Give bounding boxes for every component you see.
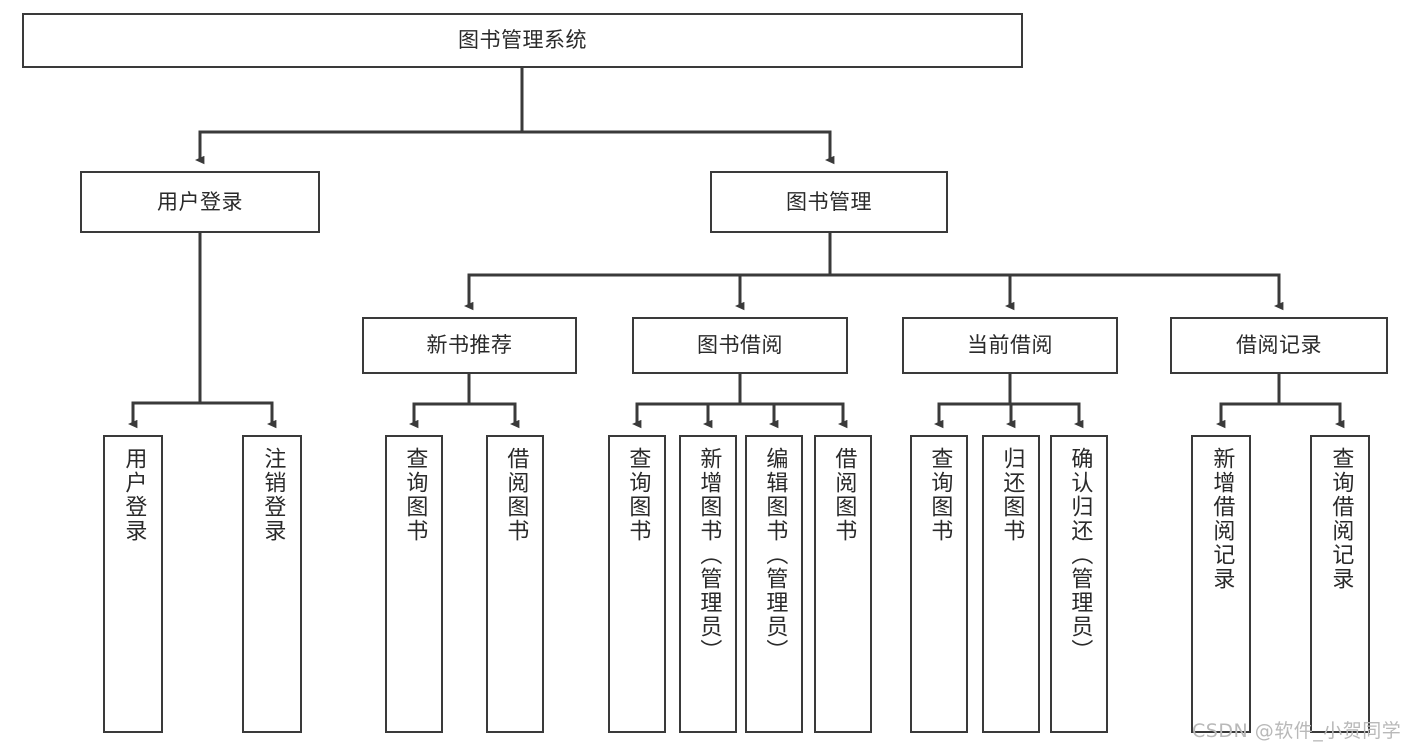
node-leaf-query-book-3-label: 查询图书 xyxy=(927,447,953,543)
node-leaf-logout-label: 注销登录 xyxy=(260,447,286,543)
node-leaf-query-record-label: 查询借阅记录 xyxy=(1328,447,1354,591)
node-borrow-record[interactable]: 借阅记录 xyxy=(1170,317,1388,374)
node-current-borrow[interactable]: 当前借阅 xyxy=(902,317,1118,374)
node-leaf-borrow-book-1[interactable]: 借阅图书 xyxy=(486,435,544,733)
node-leaf-borrow-book-2-label: 借阅图书 xyxy=(831,447,857,543)
node-leaf-query-book-2-label: 查询图书 xyxy=(625,447,651,543)
node-leaf-borrow-book-1-label: 借阅图书 xyxy=(503,447,529,543)
node-leaf-return-book-label: 归还图书 xyxy=(999,447,1025,543)
node-leaf-confirm-return[interactable]: 确认归还（管理员） xyxy=(1050,435,1108,733)
node-current-borrow-label: 当前借阅 xyxy=(967,333,1053,358)
node-new-book-recommend[interactable]: 新书推荐 xyxy=(362,317,577,374)
node-book-borrow[interactable]: 图书借阅 xyxy=(632,317,848,374)
node-root[interactable]: 图书管理系统 xyxy=(22,13,1023,68)
node-leaf-edit-book[interactable]: 编辑图书（管理员） xyxy=(745,435,803,733)
node-leaf-user-login[interactable]: 用户登录 xyxy=(103,435,163,733)
node-leaf-logout[interactable]: 注销登录 xyxy=(242,435,302,733)
node-borrow-record-label: 借阅记录 xyxy=(1236,333,1322,358)
node-leaf-add-record[interactable]: 新增借阅记录 xyxy=(1191,435,1251,733)
node-leaf-return-book[interactable]: 归还图书 xyxy=(982,435,1040,733)
node-book-manage[interactable]: 图书管理 xyxy=(710,171,948,233)
node-leaf-user-login-label: 用户登录 xyxy=(121,447,147,543)
node-new-book-recommend-label: 新书推荐 xyxy=(426,333,513,358)
node-leaf-query-book-1[interactable]: 查询图书 xyxy=(385,435,443,733)
csdn-watermark: CSDN @软件_小贺同学 xyxy=(1192,720,1402,742)
node-user-login[interactable]: 用户登录 xyxy=(80,171,320,233)
node-leaf-add-record-label: 新增借阅记录 xyxy=(1209,447,1235,591)
node-leaf-add-book[interactable]: 新增图书（管理员） xyxy=(679,435,737,733)
node-leaf-query-book-1-label: 查询图书 xyxy=(402,447,428,543)
node-book-manage-label: 图书管理 xyxy=(786,189,872,214)
node-leaf-borrow-book-2[interactable]: 借阅图书 xyxy=(814,435,872,733)
node-user-login-label: 用户登录 xyxy=(157,189,243,214)
node-leaf-query-book-3[interactable]: 查询图书 xyxy=(910,435,968,733)
node-leaf-edit-book-label: 编辑图书（管理员） xyxy=(762,447,788,663)
node-root-label: 图书管理系统 xyxy=(458,28,587,53)
node-leaf-query-book-2[interactable]: 查询图书 xyxy=(608,435,666,733)
node-book-borrow-label: 图书借阅 xyxy=(697,333,783,358)
node-leaf-add-book-label: 新增图书（管理员） xyxy=(696,447,722,663)
node-leaf-query-record[interactable]: 查询借阅记录 xyxy=(1310,435,1370,733)
node-leaf-confirm-return-label: 确认归还（管理员） xyxy=(1067,447,1093,663)
